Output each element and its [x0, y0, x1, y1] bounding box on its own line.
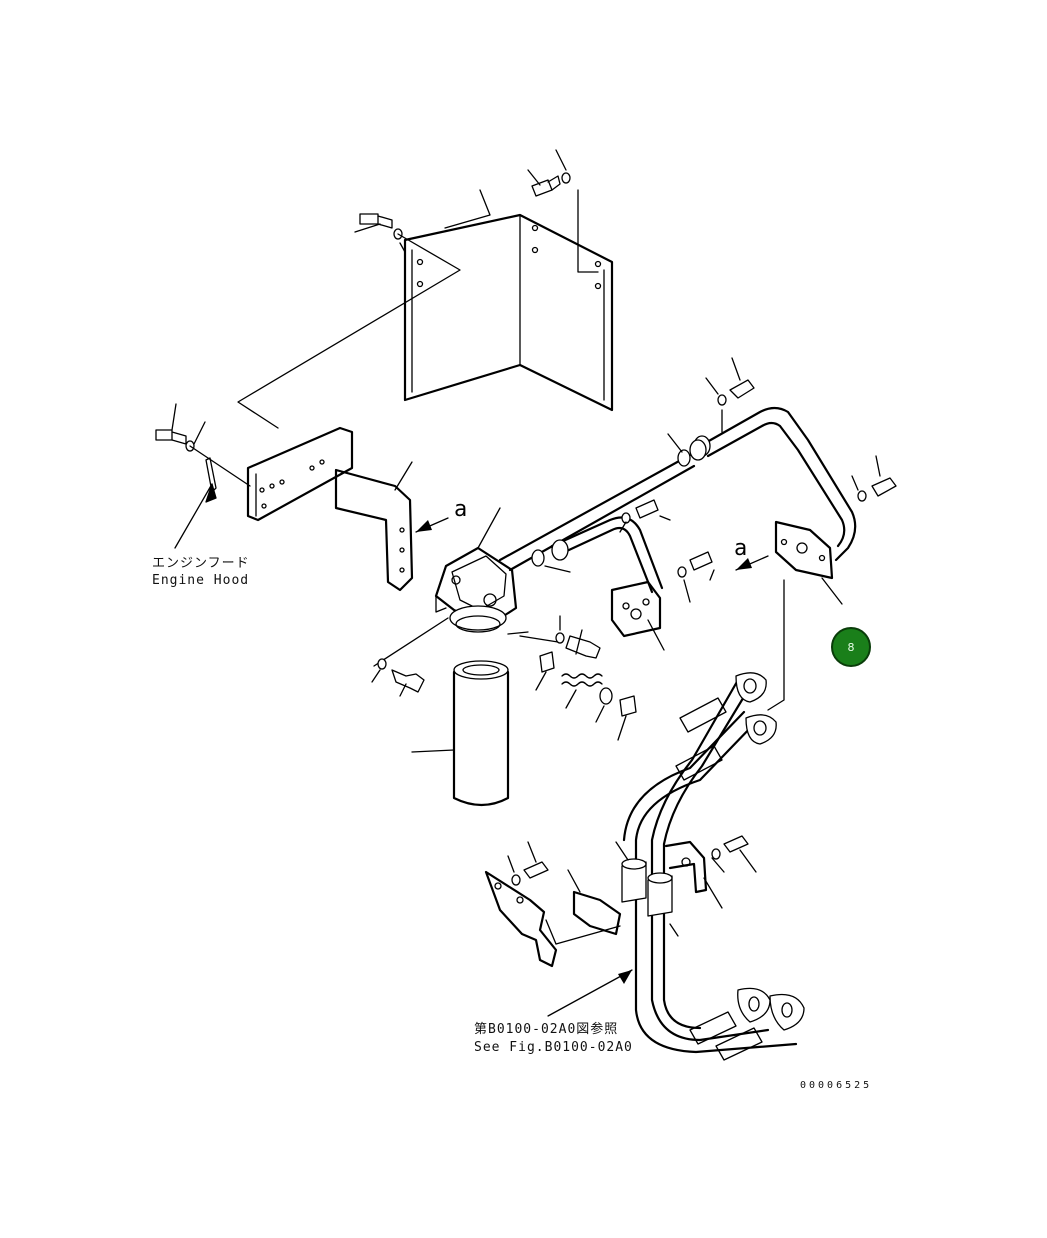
- part-badge-label: 8: [847, 640, 855, 654]
- bolt-flange: [619, 499, 715, 603]
- pipe-upper: [498, 406, 857, 572]
- filter-head: [434, 507, 518, 633]
- bolt-clamp-right: [711, 835, 757, 873]
- view-a-arrow-left: [415, 517, 449, 533]
- view-a-label-right: a: [734, 536, 748, 561]
- bolt-upper-left: [237, 213, 461, 429]
- engine-hood-label-jp: エンジンフード: [152, 556, 250, 571]
- bolt-pipe-top: [705, 357, 755, 433]
- upper-bracket: [403, 189, 614, 412]
- bolt-lower-bracket: [507, 841, 549, 886]
- filter-cartridge: [373, 617, 529, 807]
- see-fig-arrow: [547, 969, 633, 1017]
- engine-hood-arrow: [174, 483, 217, 549]
- right-flange: [767, 520, 843, 711]
- lower-hoses: [622, 672, 805, 1061]
- engine-hood-label-en: Engine Hood: [152, 573, 250, 588]
- drawing-number: 00006525: [800, 1080, 873, 1091]
- relief-valve-parts: [519, 615, 637, 741]
- mounting-bracket: [246, 426, 414, 592]
- pipe-loop: [531, 516, 664, 594]
- part-badge-button[interactable]: 8: [831, 627, 871, 667]
- pipe-flange: [610, 580, 665, 651]
- view-a-label-left: a: [454, 497, 468, 522]
- view-a-arrow-right: [735, 555, 769, 571]
- bolt-filter-bottom: [371, 658, 425, 697]
- see-fig-label-en: See Fig.B0100-02A0: [474, 1040, 633, 1055]
- bolt-hood-left: [155, 403, 251, 493]
- hose-clamps: [615, 840, 723, 937]
- see-fig-label-jp: 第B0100-02A0図参照: [474, 1022, 619, 1037]
- bolt-upper-right: [527, 149, 599, 273]
- lower-bracket: [484, 869, 622, 968]
- bolt-pipe-right: [851, 455, 897, 502]
